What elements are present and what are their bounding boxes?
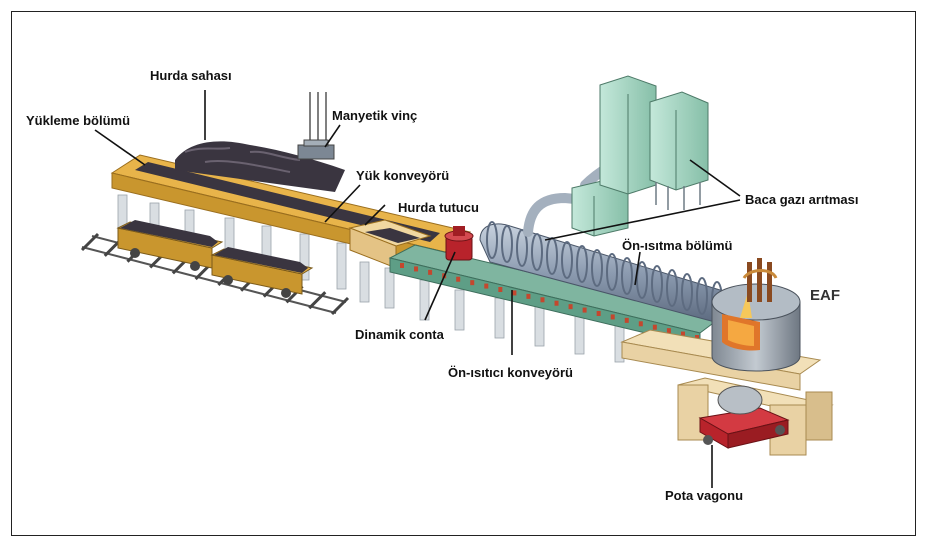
tunnel-rib [486, 221, 498, 259]
conveyor-rivet [400, 263, 404, 268]
conveyor-rivet [498, 287, 503, 292]
label-magnetic-crane: Manyetik vinç [332, 108, 418, 123]
leader-flue-gas-2 [544, 199, 741, 241]
label-scrap-holder: Hurda tutucu [398, 200, 479, 215]
tunnel-rib [576, 245, 588, 283]
label-scrap-yard: Hurda sahası [150, 68, 232, 83]
conveyor-rivet [568, 304, 573, 310]
tunnel-rib [606, 253, 618, 291]
conveyor-rivet [680, 331, 685, 337]
conveyor-rivet [526, 293, 531, 299]
tunnel-rib [666, 269, 678, 307]
label-preheating-section: Ön-ısıtma bölümü [622, 238, 733, 253]
conveyor-rivet [484, 283, 489, 289]
conveyor-rivet [610, 314, 615, 320]
tunnel-rib [591, 249, 603, 287]
conveyor-rivet [554, 300, 559, 306]
conveyor-rivet [414, 266, 419, 272]
rail-tie [330, 296, 350, 316]
label-eaf: EAF [810, 287, 840, 304]
rail-tie [80, 232, 100, 252]
rail-wagon-2 [210, 247, 314, 298]
flue-gas-filter-tall-2 [649, 91, 709, 210]
tunnel-rib [696, 277, 708, 315]
ladle-car [698, 385, 790, 449]
magnetic-crane [297, 92, 335, 160]
label-preheater-conveyor: Ön-ısıtıcı konveyörü [448, 365, 573, 380]
leader-lines [94, 90, 741, 488]
conveyor-rivet [695, 335, 699, 340]
tunnel-rib [501, 225, 513, 263]
tunnel-rib [531, 233, 543, 271]
rail-wagon-1 [116, 220, 224, 271]
flue-gas-filter-tall-1 [599, 75, 657, 195]
leader-magnetic-crane [324, 124, 341, 148]
leader-scrap-holder [364, 204, 386, 226]
conveyor-rivet [666, 328, 671, 334]
label-ladle-car: Pota vagonu [665, 488, 744, 503]
label-dynamic-seal: Dinamik conta [355, 327, 444, 342]
conveyor-rivet [456, 276, 461, 282]
conveyor-rivet [624, 317, 629, 323]
label-flue-gas-treatment: Baca gazı arıtması [745, 192, 859, 207]
leader-loading-section [94, 129, 146, 166]
tunnel-rib [636, 261, 648, 299]
leader-dynamic-seal [424, 251, 456, 321]
tunnel-rib [561, 241, 573, 279]
conveyor-rivet [638, 321, 643, 327]
conveyor-rivet [428, 269, 433, 275]
conveyor-rivet [596, 311, 601, 316]
scrap-yard-pile [175, 141, 345, 192]
leader-preheating-section [634, 251, 641, 286]
leader-load-conveyor [324, 184, 361, 223]
rail-tie [308, 291, 327, 310]
conveyor-rivet [652, 324, 657, 330]
conveyor-rivet [582, 307, 587, 313]
scrap-holder [348, 219, 432, 269]
tunnel-rib [651, 265, 663, 303]
conveyor-rivet [540, 297, 545, 303]
label-load-conveyor: Yük konveyörü [356, 168, 450, 183]
label-loading-section: Yükleme bölümü [26, 113, 131, 128]
leader-flue-gas-1 [689, 159, 741, 197]
dynamic-seal [444, 226, 474, 261]
tunnel-rib [516, 229, 528, 267]
conveyor-rivet [470, 280, 475, 286]
tunnel-rib [681, 273, 693, 311]
tunnel-rib [621, 257, 633, 295]
conveyor-rivet [512, 290, 517, 296]
eaf-furnace [711, 258, 801, 372]
